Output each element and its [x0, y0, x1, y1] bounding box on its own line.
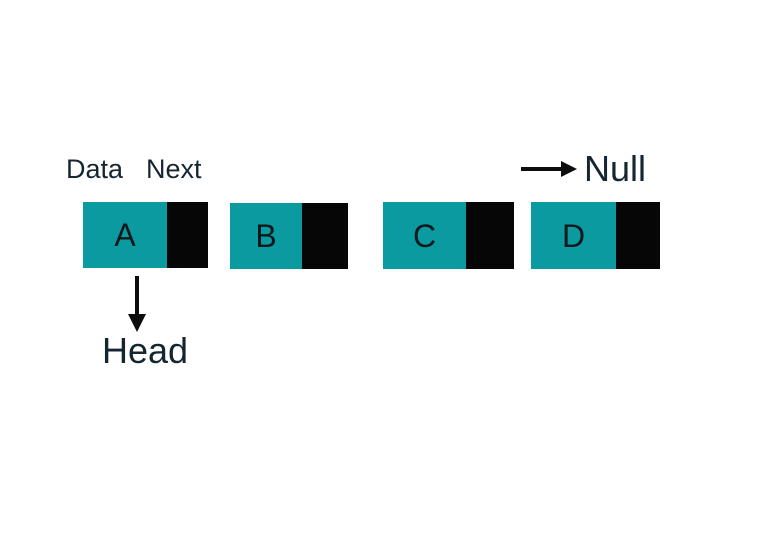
- node-a-data-cell: A: [83, 202, 167, 268]
- node-b-data-cell: B: [230, 203, 302, 269]
- node-b-next-cell: [302, 203, 348, 269]
- node-c-next-cell: [466, 202, 514, 269]
- null-label: Null: [584, 148, 647, 189]
- node-d: D: [531, 202, 660, 269]
- node-d-next-cell: [616, 202, 660, 269]
- node-d-data-cell: D: [531, 202, 616, 269]
- node-c-value: C: [412, 217, 437, 254]
- next-field-label: Next: [146, 154, 202, 184]
- arrow-right-icon: [521, 161, 577, 177]
- node-c-data-cell: C: [383, 202, 466, 269]
- node-a-next-cell: [167, 202, 208, 268]
- node-a-value: A: [114, 217, 136, 253]
- node-d-value: D: [561, 217, 586, 254]
- node-a: A: [83, 202, 208, 268]
- node-b: B: [230, 203, 348, 269]
- node-c: C: [383, 202, 514, 269]
- data-field-label: Data: [66, 154, 124, 184]
- node-b-value: B: [255, 218, 277, 254]
- arrow-down-icon: [128, 276, 146, 332]
- head-label: Head: [102, 330, 189, 371]
